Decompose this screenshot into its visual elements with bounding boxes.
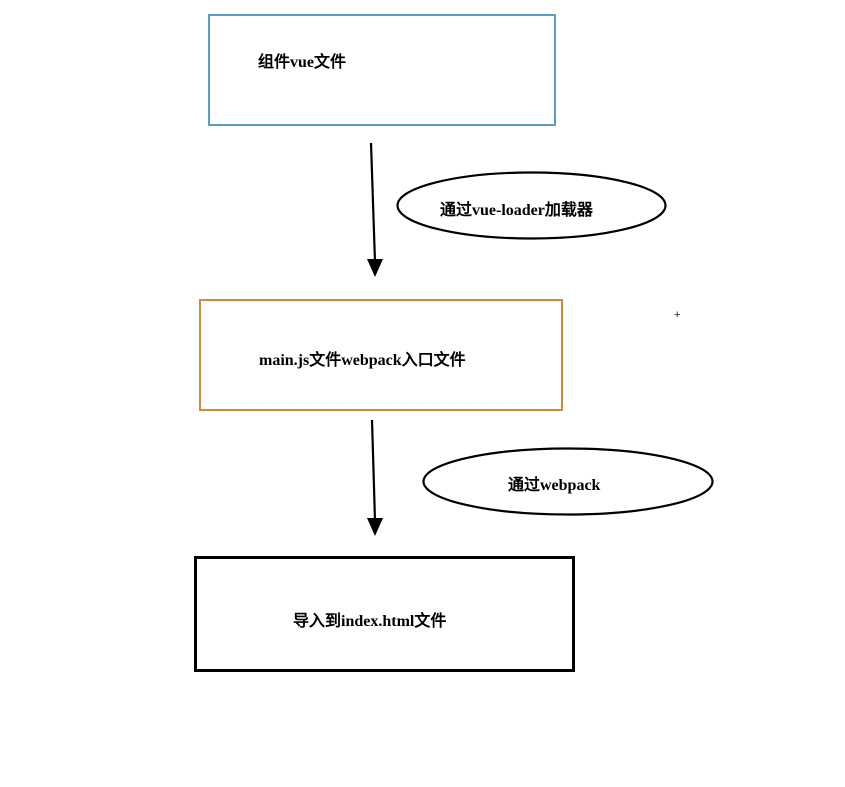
ellipse-vue-loader-step-label: 通过vue-loader加载器 <box>440 202 593 219</box>
node-component-vue-file[interactable] <box>208 14 556 126</box>
arrow-shaft <box>370 419 377 522</box>
arrow-component-to-main <box>350 135 410 290</box>
ellipse-outline <box>396 171 667 240</box>
ellipse-webpack-step-label: 通过webpack <box>508 477 601 494</box>
arrow-head <box>367 518 383 536</box>
ellipse-webpack-step[interactable] <box>422 447 714 516</box>
node-index-html-output[interactable] <box>194 556 575 672</box>
arrow-main-to-index <box>350 412 410 552</box>
ellipse-vue-loader-step[interactable] <box>396 171 667 240</box>
arrow-head <box>367 259 383 277</box>
arrow-shaft <box>369 142 377 263</box>
node-index-html-output-label: 导入到index.html文件 <box>293 613 447 630</box>
stray-mark-artifact: + <box>674 309 681 321</box>
ellipse-outline <box>422 447 714 516</box>
node-component-vue-file-label: 组件vue文件 <box>258 54 347 71</box>
node-main-js-entry-label: main.js文件webpack入口文件 <box>259 352 466 369</box>
node-main-js-entry[interactable] <box>199 299 563 411</box>
